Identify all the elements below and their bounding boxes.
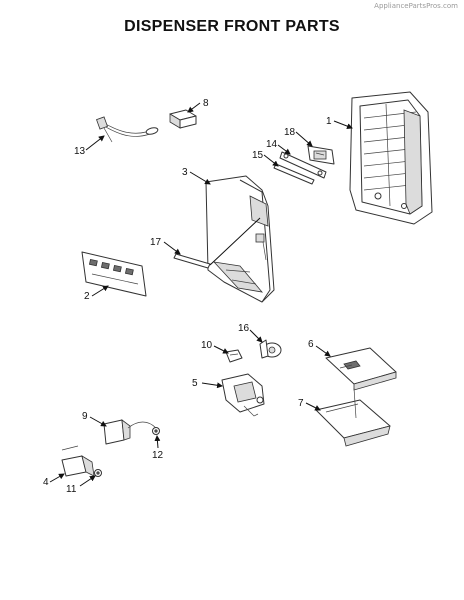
callout-9: 9 (82, 411, 88, 422)
leader-16 (249, 329, 263, 343)
callout-1: 1 (326, 116, 332, 127)
callout-2: 2 (84, 291, 90, 302)
leader-12 (154, 435, 161, 449)
callout-12: 12 (152, 450, 164, 461)
part-9-bracket-plate (103, 419, 157, 445)
leader-2 (91, 285, 109, 297)
page-title: DISPENSER FRONT PARTS (124, 18, 340, 35)
leader-8 (187, 102, 201, 113)
leader-9 (89, 416, 107, 427)
part-13-wire-harness (96, 116, 159, 143)
leader-1 (333, 120, 353, 129)
callout-8: 8 (203, 98, 209, 109)
callout-5: 5 (192, 378, 198, 389)
leader-11 (79, 475, 96, 487)
leader-5 (201, 382, 223, 389)
part-4-mounting-bracket (61, 445, 95, 477)
leader-10 (213, 345, 229, 354)
leader-14 (277, 144, 291, 155)
leader-lines (49, 102, 353, 487)
callout-17: 17 (150, 237, 162, 248)
part-6-cover-plate (325, 347, 397, 391)
callout-18: 18 (284, 127, 296, 138)
callout-7: 7 (298, 398, 304, 409)
callout-4: 4 (43, 477, 49, 488)
callout-13: 13 (74, 146, 86, 157)
part-5-solenoid (221, 373, 265, 417)
leader-6 (315, 345, 331, 357)
callout-15: 15 (252, 150, 264, 161)
leader-17-rod-to-body (209, 217, 261, 266)
part-12-screw (152, 427, 160, 435)
leader-13 (85, 135, 105, 151)
part-7-drip-tray (315, 387, 391, 447)
part-15-strip (273, 163, 315, 185)
callout-11: 11 (66, 484, 77, 495)
part-11-screw (94, 469, 102, 477)
watermark-text: AppliancePartsPros.com (374, 2, 458, 10)
leader-18 (295, 131, 313, 147)
leader-4 (49, 473, 65, 483)
part-2-control-panel (81, 251, 147, 297)
callout-16: 16 (238, 323, 250, 334)
leader-15 (263, 154, 279, 167)
callout-14: 14 (266, 139, 278, 150)
part-16-motor (259, 339, 282, 359)
part-10-clip (225, 349, 243, 363)
part-1-dispenser-housing (349, 91, 433, 225)
callout-6: 6 (308, 339, 314, 350)
leader-7 (305, 402, 321, 411)
callout-10: 10 (201, 340, 213, 351)
callout-3: 3 (182, 167, 188, 178)
callout-labels: 1 18 14 15 8 13 3 17 2 16 10 5 6 7 9 12 … (43, 98, 332, 495)
part-14-actuator (279, 151, 327, 179)
leader-17 (163, 241, 181, 255)
part-17-rod (173, 253, 211, 269)
part-3-chute-body (205, 175, 275, 303)
leader-3 (189, 171, 211, 185)
part-18-bracket (307, 145, 335, 165)
part-8-block (169, 109, 197, 129)
